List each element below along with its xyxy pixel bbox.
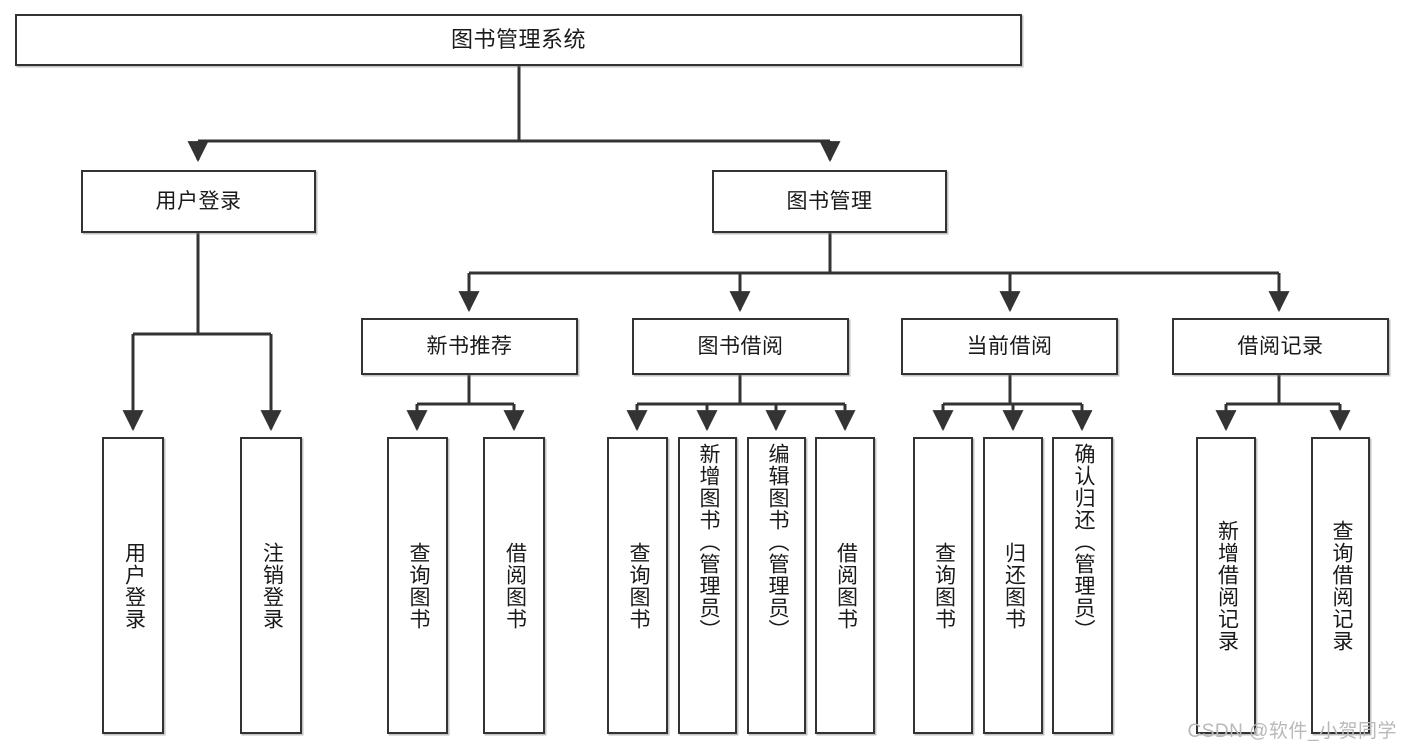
node-user-login[interactable]: 用户登录 <box>81 170 316 233</box>
leaf-current-confirm-return-admin[interactable]: 确认归还（管理员） <box>1052 437 1113 734</box>
node-book-management[interactable]: 图书管理 <box>712 170 947 233</box>
node-label: 查询借阅记录 <box>1329 519 1353 652</box>
node-book-borrow[interactable]: 图书借阅 <box>632 318 849 375</box>
leaf-borrow-borrow-book[interactable]: 借阅图书 <box>815 437 875 734</box>
node-label: 当前借阅 <box>966 334 1053 358</box>
node-label: 用户登录 <box>122 541 146 630</box>
leaf-current-query-book[interactable]: 查询图书 <box>913 437 973 734</box>
leaf-current-return-book[interactable]: 归还图书 <box>983 437 1043 734</box>
node-label: 新增图书（管理员） <box>696 443 720 641</box>
leaf-recommend-query-book[interactable]: 查询图书 <box>387 437 448 734</box>
leaf-user-login-login[interactable]: 用户登录 <box>102 437 164 734</box>
node-label: 查询图书 <box>406 541 430 630</box>
node-borrow-record[interactable]: 借阅记录 <box>1172 318 1389 375</box>
node-root-system[interactable]: 图书管理系统 <box>15 14 1022 66</box>
node-label: 借阅图书 <box>834 541 858 630</box>
node-label: 图书管理 <box>786 189 873 213</box>
node-label: 借阅图书 <box>503 541 527 630</box>
node-label: 注销登录 <box>260 541 284 630</box>
leaf-record-query-record[interactable]: 查询借阅记录 <box>1311 437 1370 734</box>
node-label: 新书推荐 <box>426 334 513 358</box>
node-label: 新增借阅记录 <box>1215 519 1239 652</box>
node-label: 用户登录 <box>155 189 242 213</box>
node-label: 确认归还（管理员） <box>1071 443 1095 641</box>
node-label: 图书管理系统 <box>450 26 586 52</box>
leaf-borrow-edit-book-admin[interactable]: 编辑图书（管理员） <box>747 437 806 734</box>
leaf-recommend-borrow-book[interactable]: 借阅图书 <box>483 437 545 734</box>
leaf-borrow-query-book[interactable]: 查询图书 <box>607 437 668 734</box>
watermark-text: CSDN @软件_小贺同学 <box>1187 721 1397 742</box>
node-current-borrow[interactable]: 当前借阅 <box>901 318 1118 375</box>
node-label: 编辑图书（管理员） <box>765 443 789 641</box>
node-label: 归还图书 <box>1002 541 1026 630</box>
node-label: 图书借阅 <box>697 334 784 358</box>
node-new-book-recommend[interactable]: 新书推荐 <box>361 318 578 375</box>
leaf-user-login-logout[interactable]: 注销登录 <box>240 437 302 734</box>
leaf-borrow-add-book-admin[interactable]: 新增图书（管理员） <box>678 437 737 734</box>
leaf-record-add-record[interactable]: 新增借阅记录 <box>1196 437 1256 734</box>
node-label: 借阅记录 <box>1237 334 1324 358</box>
node-label: 查询图书 <box>626 541 650 630</box>
node-label: 查询图书 <box>932 541 956 630</box>
